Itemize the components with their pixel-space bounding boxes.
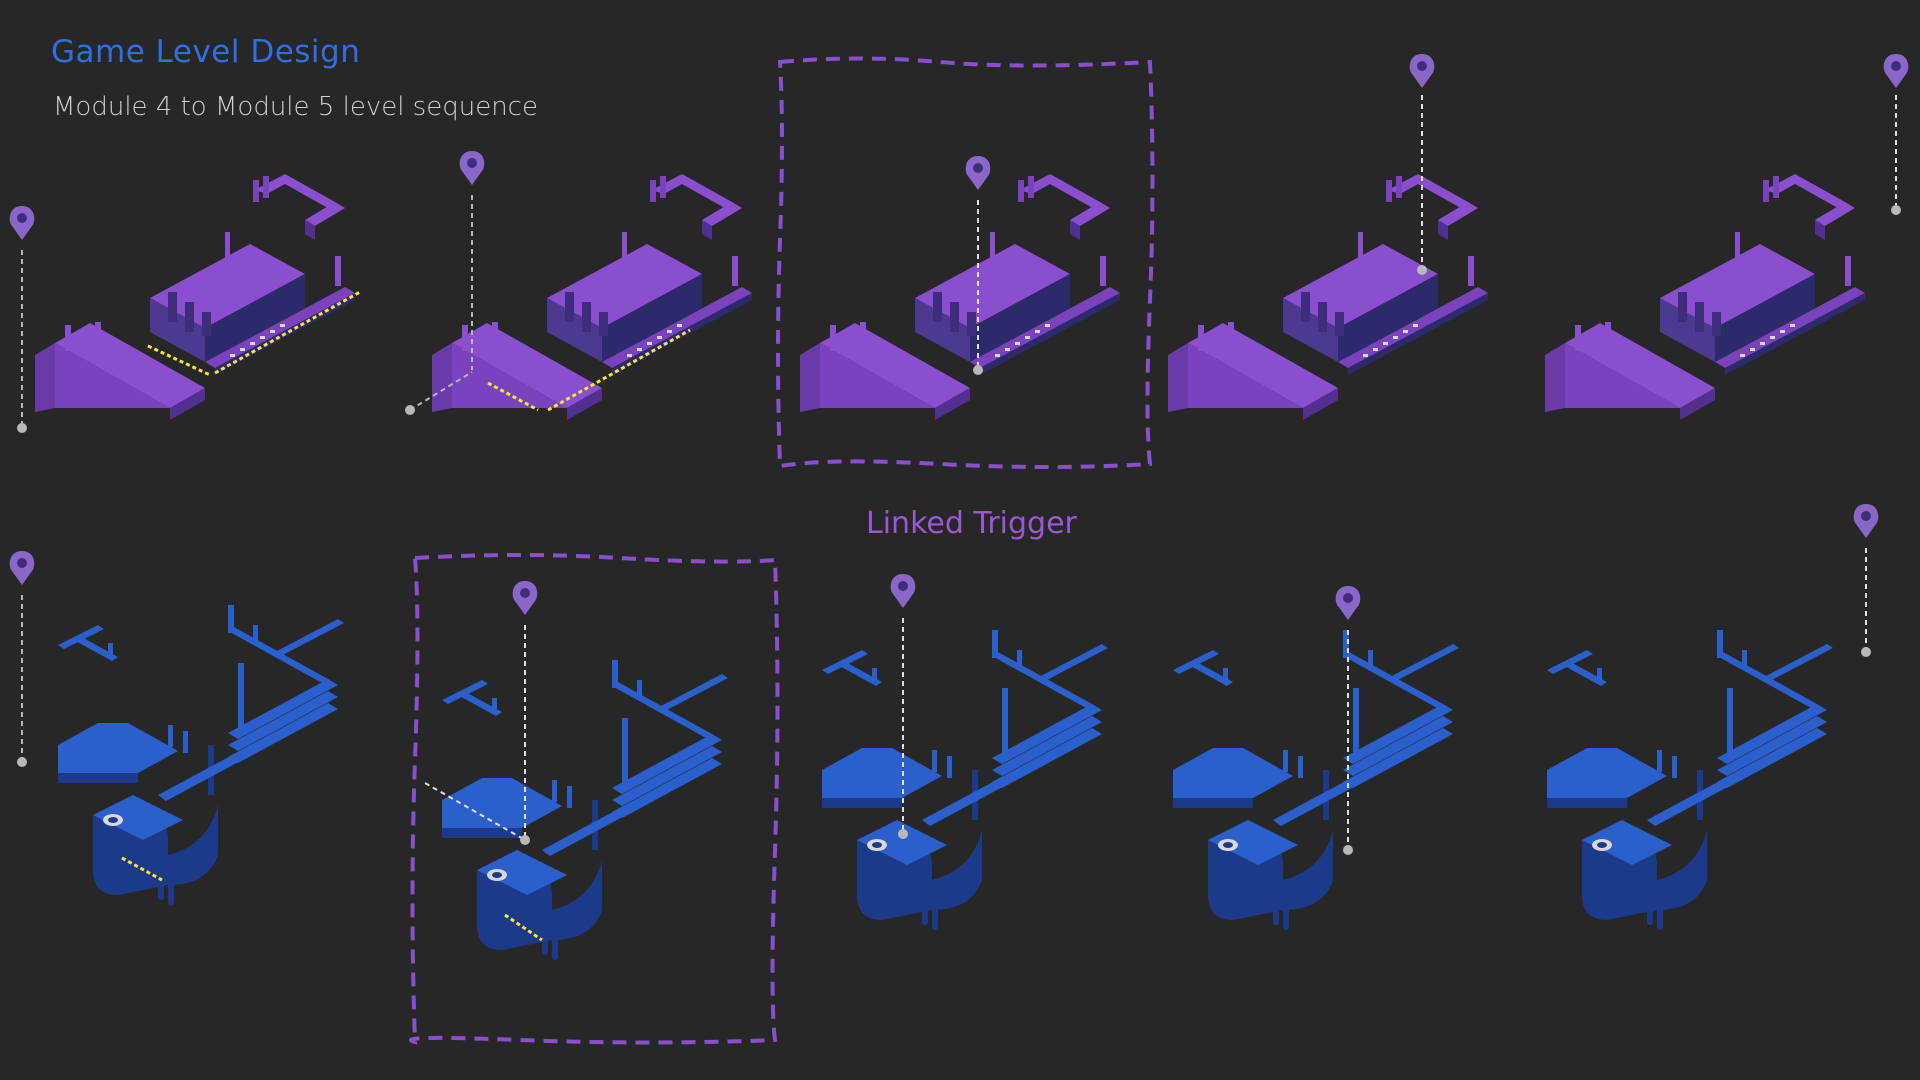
movement-arrow-icon <box>121 856 163 882</box>
location-pin-icon <box>1409 54 1435 88</box>
location-pin-icon <box>965 156 991 190</box>
purple-panel-2 <box>405 151 752 420</box>
diagram-subtitle: Module 4 to Module 5 level sequence <box>53 92 538 122</box>
movement-arrow-icon <box>147 290 361 377</box>
blue-panel-3 <box>822 574 1108 930</box>
blue-panel-4 <box>1173 586 1459 930</box>
purple-panel-4 <box>1168 54 1488 420</box>
blue-panel-5 <box>1547 504 1879 930</box>
movement-arrow-icon <box>504 913 543 942</box>
location-pin-icon <box>9 551 35 585</box>
location-pin-icon <box>9 206 35 240</box>
location-pin-icon <box>459 151 485 185</box>
top-row <box>9 54 1909 469</box>
bottom-row <box>9 504 1879 1045</box>
blue-panel-2-highlighted <box>408 553 780 1045</box>
location-pin-icon <box>1335 586 1361 620</box>
movement-arrow-icon <box>487 328 691 412</box>
highlight-frame <box>776 56 1155 469</box>
location-pin-icon <box>1853 504 1879 538</box>
purple-panel-1 <box>9 174 361 433</box>
location-pin-icon <box>1883 54 1909 88</box>
linked-trigger-caption: Linked Trigger <box>866 506 1077 541</box>
blue-panel-1 <box>9 551 344 905</box>
highlight-frame <box>408 553 780 1045</box>
diagram-title: Game Level Design <box>51 34 361 70</box>
location-pin-icon <box>890 574 916 608</box>
location-pin-icon <box>512 581 538 615</box>
purple-panel-5 <box>1545 54 1909 420</box>
purple-panel-3-highlighted <box>776 56 1155 469</box>
